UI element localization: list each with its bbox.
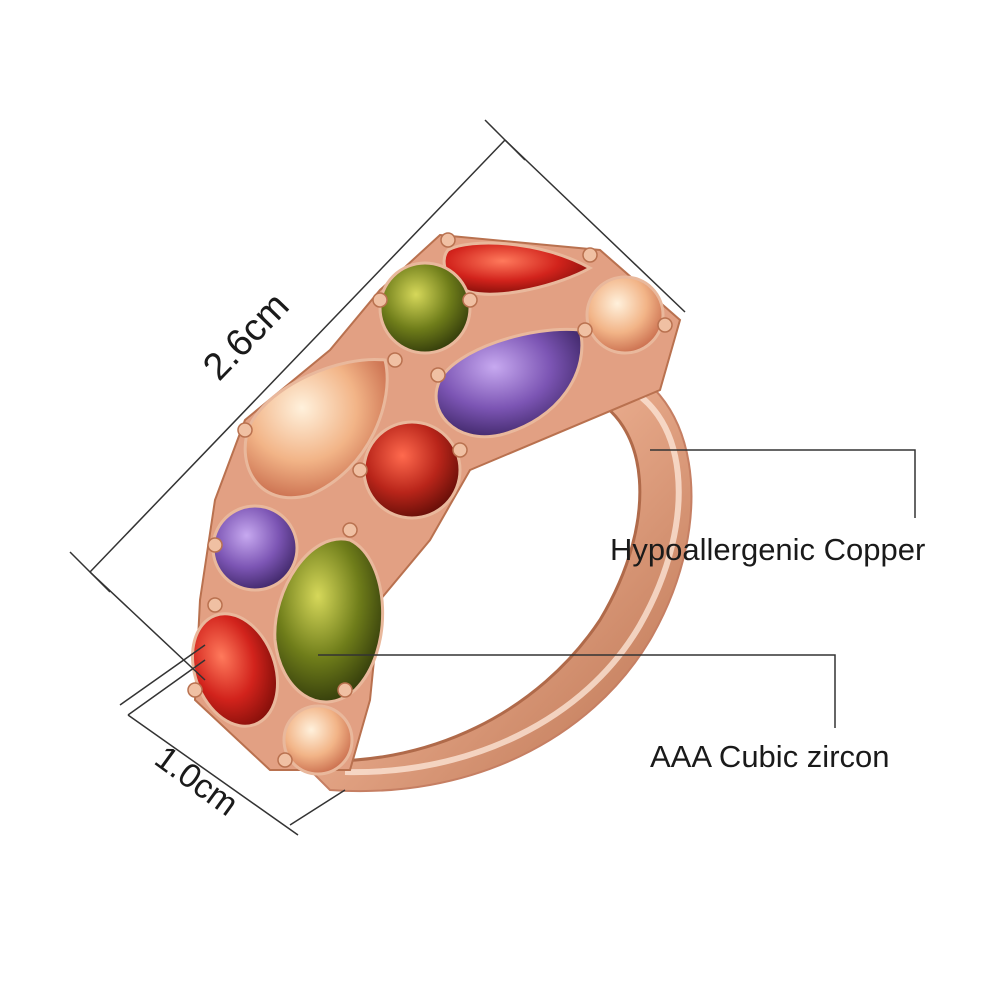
callout-band-line [650, 449, 916, 518]
gem-peridot-pear [273, 537, 384, 704]
dimension-length [69, 119, 686, 681]
gem-champagne-small-top [585, 275, 665, 355]
ring-band [297, 358, 693, 792]
prongs [187, 232, 673, 768]
gem-peridot-top [378, 261, 472, 355]
gem-amethyst-pear [434, 327, 584, 439]
gem-amethyst-round [211, 504, 299, 592]
gemstones [190, 241, 665, 776]
gem-garnet-center [362, 420, 462, 520]
stone-label: AAA Cubic zircon [650, 739, 890, 774]
width-label: 1.0cm [148, 739, 245, 824]
callout-stone-line [318, 654, 836, 728]
band-material-label: Hypoallergenic Copper [610, 532, 925, 567]
gem-champagne-small-bottom [282, 704, 354, 776]
dimension-width [119, 644, 346, 836]
gem-champagne-pear [243, 357, 389, 500]
